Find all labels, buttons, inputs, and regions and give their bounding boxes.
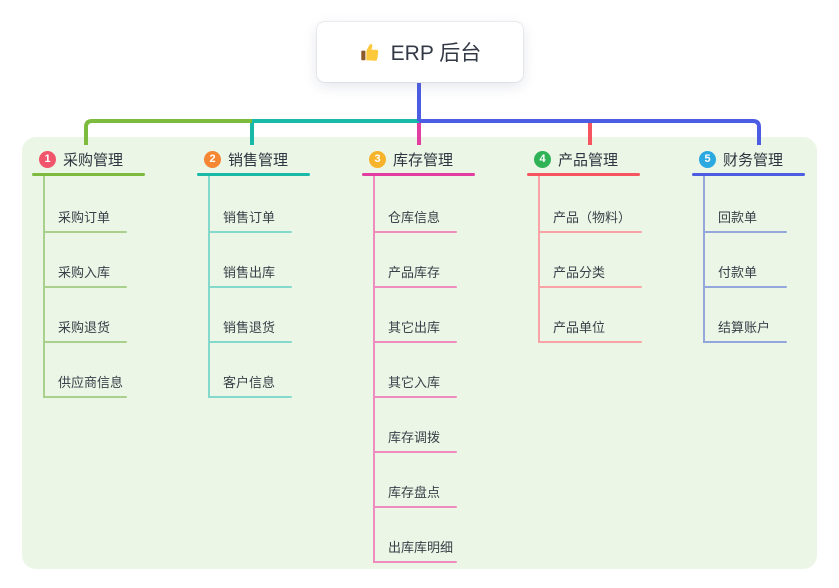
branch-underline (692, 173, 805, 176)
child-topic-label: 仓库信息 (388, 210, 441, 225)
child-topic-label: 出库库明细 (388, 540, 454, 555)
thumbs-up-icon (359, 41, 381, 63)
branch-topic-finance[interactable]: 5 财务管理 (692, 145, 824, 173)
branch-underline (197, 173, 310, 176)
child-topic[interactable]: 其它出库 (373, 318, 457, 343)
child-topic-label: 采购入库 (58, 265, 111, 280)
child-underline (703, 341, 787, 343)
child-topic[interactable]: 客户信息 (208, 373, 292, 398)
child-underline (43, 396, 127, 398)
branch-topic-product[interactable]: 4 产品管理 (527, 145, 659, 173)
child-topic-label: 供应商信息 (58, 375, 124, 390)
child-topic-label: 销售订单 (223, 210, 276, 225)
child-underline (43, 286, 127, 288)
child-topic-label: 采购订单 (58, 210, 111, 225)
child-underline (703, 231, 787, 233)
child-topic-label: 其它出库 (388, 320, 441, 335)
child-topic-label: 付款单 (718, 265, 758, 280)
child-underline (538, 341, 642, 343)
branch-spine-line (538, 176, 540, 343)
branch-title: 库存管理 (393, 151, 454, 169)
child-underline (373, 341, 457, 343)
child-topic[interactable]: 产品分类 (538, 263, 642, 288)
child-underline (703, 286, 787, 288)
branch-underline (32, 173, 145, 176)
child-underline (538, 231, 642, 233)
child-topic-label: 产品单位 (553, 320, 606, 335)
branch-title: 销售管理 (228, 151, 289, 169)
child-underline (43, 341, 127, 343)
child-topic-label: 销售出库 (223, 265, 276, 280)
child-topic[interactable]: 销售出库 (208, 263, 292, 288)
branch-title: 采购管理 (63, 151, 124, 169)
child-underline (208, 231, 292, 233)
branch-underline (527, 173, 640, 176)
child-underline (373, 506, 457, 508)
child-topic[interactable]: 采购入库 (43, 263, 127, 288)
branch-topic-purchase[interactable]: 1 采购管理 (32, 145, 164, 173)
child-topic[interactable]: 产品库存 (373, 263, 457, 288)
child-topic-label: 结算账户 (718, 320, 771, 335)
child-topic[interactable]: 其它入库 (373, 373, 457, 398)
child-topic[interactable]: 产品（物料） (538, 208, 642, 233)
child-underline (373, 451, 457, 453)
child-topic-label: 其它入库 (388, 375, 441, 390)
child-topic-label: 产品库存 (388, 265, 441, 280)
child-topic-label: 库存盘点 (388, 485, 441, 500)
branch-number-badge: 5 (699, 150, 716, 168)
child-topic-label: 销售退货 (223, 320, 276, 335)
child-topic-label: 采购退货 (58, 320, 111, 335)
branch-finance: 5 财务管理回款单付款单结算账户 (692, 145, 824, 343)
branch-topic-sales[interactable]: 2 销售管理 (197, 145, 329, 173)
child-topic[interactable]: 库存盘点 (373, 483, 457, 508)
root-node[interactable]: ERP 后台 (317, 22, 523, 82)
child-underline (373, 231, 457, 233)
child-topic[interactable]: 仓库信息 (373, 208, 457, 233)
child-underline (208, 286, 292, 288)
child-underline (43, 231, 127, 233)
branch-sales: 2 销售管理销售订单销售出库销售退货客户信息 (197, 145, 329, 398)
child-topic-label: 库存调拨 (388, 430, 441, 445)
child-underline (373, 396, 457, 398)
child-underline (208, 341, 292, 343)
branch-underline (362, 173, 475, 176)
branch-title: 产品管理 (558, 151, 619, 169)
child-underline (373, 286, 457, 288)
child-topic-label: 产品分类 (553, 265, 606, 280)
root-label: ERP 后台 (390, 42, 482, 65)
branch-number-badge: 2 (204, 150, 221, 168)
branch-purchase: 1 采购管理采购订单采购入库采购退货供应商信息 (32, 145, 164, 398)
child-topic[interactable]: 销售退货 (208, 318, 292, 343)
child-underline (538, 286, 642, 288)
child-topic[interactable]: 付款单 (703, 263, 787, 288)
branch-number-badge: 3 (369, 150, 386, 168)
branch-inventory: 3 库存管理仓库信息产品库存其它出库其它入库库存调拨库存盘点出库库明细 (362, 145, 494, 563)
branch-spine-line (703, 176, 705, 343)
child-topic[interactable]: 销售订单 (208, 208, 292, 233)
child-underline (208, 396, 292, 398)
branch-number-badge: 4 (534, 150, 551, 168)
branch-number-badge: 1 (39, 150, 56, 168)
child-topic[interactable]: 出库库明细 (373, 538, 457, 563)
branches-panel (22, 137, 817, 569)
branch-title: 财务管理 (723, 151, 784, 169)
child-underline (373, 561, 457, 563)
child-topic[interactable]: 产品单位 (538, 318, 642, 343)
branch-product: 4 产品管理产品（物料） 产品分类产品单位 (527, 145, 659, 343)
child-topic[interactable]: 库存调拨 (373, 428, 457, 453)
child-topic[interactable]: 供应商信息 (43, 373, 127, 398)
branch-spine-line (373, 176, 375, 563)
child-topic[interactable]: 结算账户 (703, 318, 787, 343)
child-topic[interactable]: 回款单 (703, 208, 787, 233)
child-topic[interactable]: 采购退货 (43, 318, 127, 343)
child-topic-label: 客户信息 (223, 375, 276, 390)
child-topic-label: 产品（物料） (553, 210, 632, 225)
child-topic[interactable]: 采购订单 (43, 208, 127, 233)
child-topic-label: 回款单 (718, 210, 758, 225)
branch-topic-inventory[interactable]: 3 库存管理 (362, 145, 494, 173)
